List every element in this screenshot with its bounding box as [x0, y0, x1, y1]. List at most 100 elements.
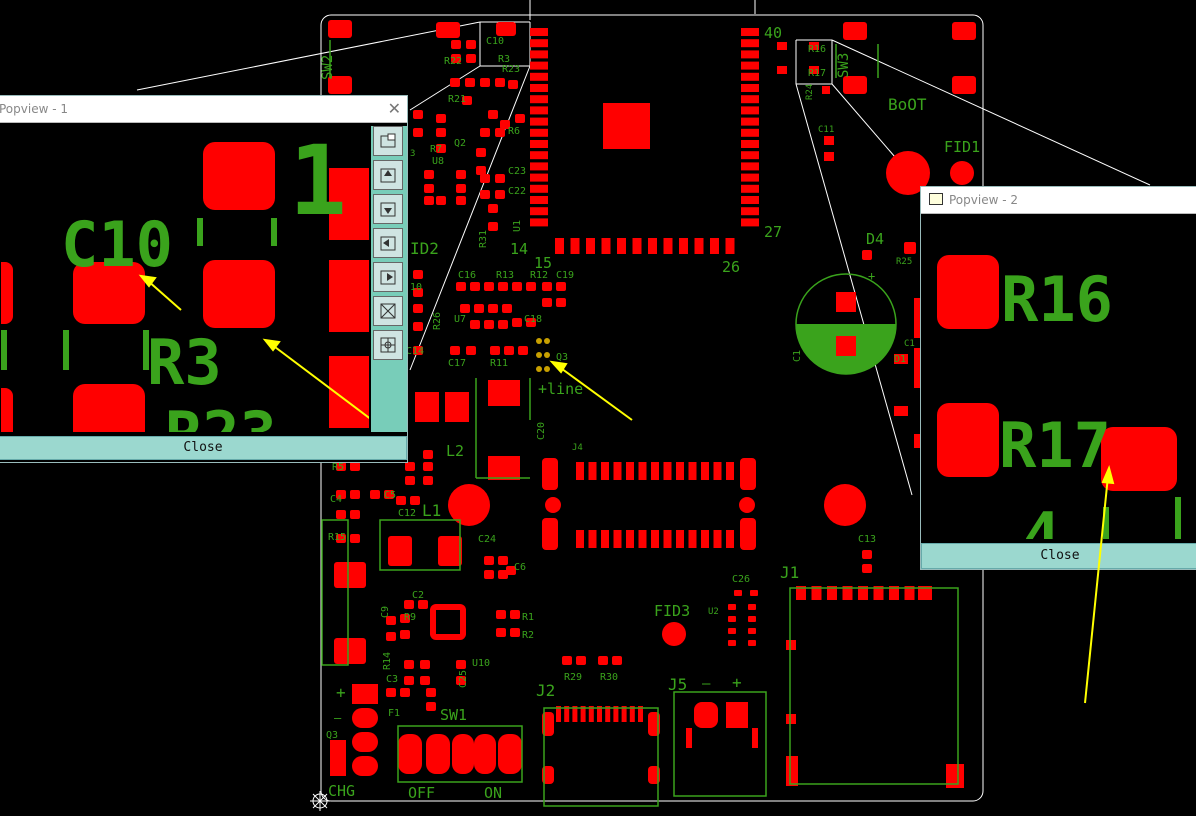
popview-2-titlebar[interactable]: Popview - 2 [921, 187, 1196, 214]
silk-label-d1: D1 [894, 354, 906, 365]
silk-label-pin15: 15 [534, 254, 552, 272]
pad [466, 346, 476, 355]
silk-label-l2: L2 [446, 442, 464, 460]
pad [741, 173, 759, 182]
pad [530, 106, 548, 115]
pad [598, 656, 608, 665]
pad [873, 586, 884, 600]
pad [741, 218, 759, 227]
pad [500, 120, 510, 129]
pad [512, 282, 522, 291]
via-pad [662, 622, 686, 646]
pad [386, 632, 396, 641]
pan-down-icon[interactable] [373, 194, 403, 224]
silk-label-r2: R2 [522, 630, 534, 641]
silk-label-r23: R23 [502, 64, 520, 75]
pad [626, 530, 634, 548]
pad [530, 50, 548, 59]
pad [777, 66, 787, 74]
zoom-fit-icon[interactable] [373, 296, 403, 326]
silk-label-u1: U1 [512, 220, 523, 232]
pad [423, 462, 433, 471]
pad [741, 162, 759, 171]
close-icon[interactable]: ✕ [387, 99, 401, 118]
pad [728, 628, 736, 634]
popview-1-title: Popview - 1 [0, 102, 68, 116]
c1-capacitor [795, 273, 897, 375]
popview-1-zoom-view[interactable]: C10 R3 R23 1 [1, 126, 369, 432]
pad [330, 740, 346, 760]
popview-1-label-one: 1 [289, 126, 347, 237]
pad [336, 510, 346, 519]
pad [530, 84, 548, 92]
pad [676, 530, 684, 548]
popview-1-titlebar[interactable]: Popview - 1 ✕ [0, 96, 407, 123]
pad [530, 95, 548, 104]
silk-label-off: OFF [408, 784, 435, 802]
pad [506, 566, 516, 575]
pad [498, 556, 508, 565]
silk-label-c24: C24 [478, 534, 496, 545]
silk-label-f1: F1 [388, 708, 400, 719]
pad [465, 78, 475, 87]
pan-up-icon[interactable] [373, 160, 403, 190]
pad [542, 518, 558, 550]
silk-r15-frame [321, 519, 349, 666]
pad [605, 706, 611, 722]
popview-1-window[interactable]: Popview - 1 ✕ C10 R3 R23 1 [0, 95, 408, 463]
pad [889, 586, 899, 600]
pad [426, 702, 436, 711]
pad [651, 462, 659, 480]
pad [530, 207, 548, 216]
pad [336, 462, 346, 471]
pad [398, 734, 422, 774]
pan-left-icon[interactable] [373, 228, 403, 258]
silk-label-on: ON [484, 784, 502, 802]
pad [542, 282, 552, 291]
pad [456, 660, 466, 669]
pad [480, 174, 490, 183]
pad [526, 318, 536, 327]
silk-label-pin10: 10 [410, 282, 422, 293]
silk-label-j2: J2 [536, 681, 555, 700]
silk-label-q2: Q2 [454, 138, 466, 149]
zoom-window-icon[interactable] [373, 126, 403, 156]
silk-label-c14: C14 [406, 346, 424, 357]
popview-2-window[interactable]: Popview - 2 R16 R17 4 Close [920, 186, 1196, 570]
popview-2-label-four: 4 [1023, 499, 1060, 539]
pad [586, 238, 595, 254]
zoom-center-icon[interactable] [373, 330, 403, 360]
pad [470, 320, 480, 329]
pan-right-icon[interactable] [373, 262, 403, 292]
popview-2-close-button[interactable]: Close [921, 543, 1196, 569]
pad [827, 586, 837, 600]
pad [710, 238, 719, 254]
q3-pad [536, 366, 542, 372]
pad [496, 22, 516, 36]
pad [484, 282, 494, 291]
silk-j5-frame [673, 691, 767, 797]
pad [530, 173, 548, 182]
popview-2-zoom-view[interactable]: R16 R17 4 [923, 217, 1196, 539]
popview-1-label-r23: R23 [165, 398, 277, 432]
silk-label-c19: C19 [556, 270, 574, 281]
pad [495, 128, 505, 137]
pad [423, 476, 433, 485]
silk-label-r1: R1 [522, 612, 534, 623]
pad [426, 734, 450, 774]
pad [400, 688, 410, 697]
pad [334, 638, 366, 664]
pad [741, 117, 759, 126]
popview-2-title: Popview - 2 [949, 193, 1018, 207]
silk-label-r11: R11 [490, 358, 508, 369]
pad [530, 162, 548, 171]
pad [456, 170, 466, 179]
pad [556, 298, 566, 307]
pad [564, 706, 570, 722]
pad [796, 586, 806, 600]
pad [474, 734, 496, 774]
silk-label-r9: R9 [404, 612, 416, 623]
pad [862, 250, 872, 260]
popview-1-close-button[interactable]: Close [0, 436, 407, 460]
